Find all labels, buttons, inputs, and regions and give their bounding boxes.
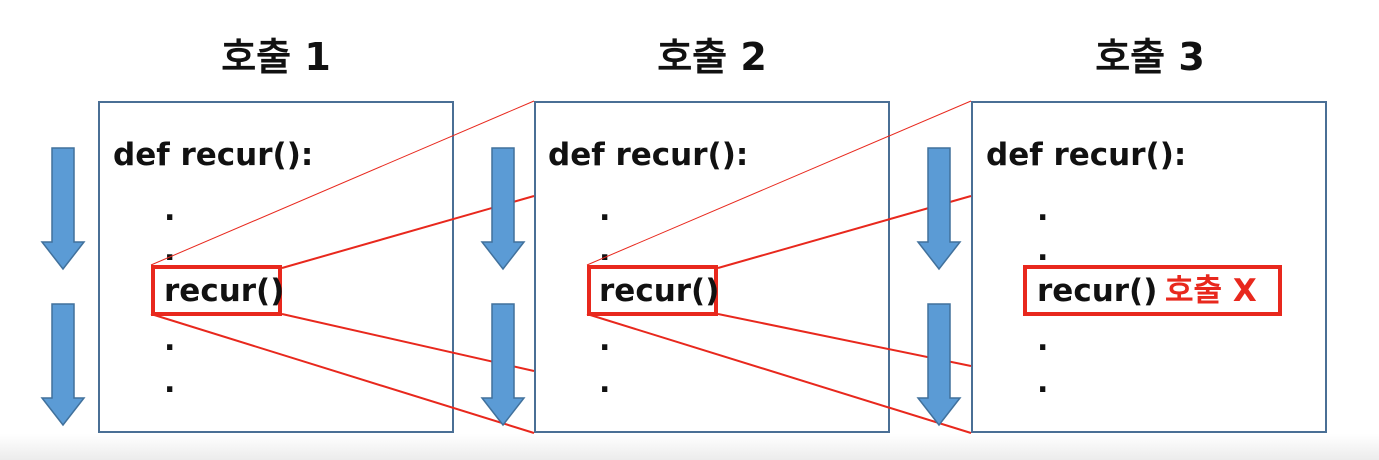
call-1-title: 호출 1 xyxy=(221,35,331,79)
call-2-dot: . xyxy=(599,193,611,228)
call-2-dot: . xyxy=(599,323,611,358)
call-2-title: 호출 2 xyxy=(657,35,767,79)
call-3-recur-highlight xyxy=(1023,265,1282,316)
call-3-frame xyxy=(971,101,1327,433)
arrow-down-icon xyxy=(40,147,86,271)
call-3-dot: . xyxy=(1037,233,1049,268)
arrow-down-icon xyxy=(916,147,962,271)
connector-line xyxy=(150,313,535,434)
connector-line xyxy=(586,100,972,266)
call-1-dot: . xyxy=(164,323,176,358)
bottom-fade xyxy=(0,434,1379,460)
call-1-recur-call: recur() xyxy=(164,273,285,309)
call-1-dot: . xyxy=(164,233,176,268)
call-1-dot: . xyxy=(164,365,176,400)
call-3-no-call-label: 호출 X xyxy=(1165,273,1257,309)
call-3-dot: . xyxy=(1037,365,1049,400)
arrow-down-icon xyxy=(480,147,526,271)
arrow-down-icon xyxy=(480,303,526,427)
call-1-frame xyxy=(98,101,454,433)
call-2-dot: . xyxy=(599,233,611,268)
connector-line xyxy=(586,313,972,434)
call-1-dot: . xyxy=(164,193,176,228)
call-3-title: 호출 3 xyxy=(1095,35,1205,79)
call-2-def-line: def recur(): xyxy=(548,137,749,173)
arrow-down-icon xyxy=(916,303,962,427)
call-2-recur-call: recur() xyxy=(599,273,720,309)
call-3-def-line: def recur(): xyxy=(986,137,1187,173)
arrow-down-icon xyxy=(40,303,86,427)
call-3-recur-call: recur() xyxy=(1037,273,1158,309)
call-2-dot: . xyxy=(599,365,611,400)
call-1-recur-highlight xyxy=(151,265,282,316)
connector-line xyxy=(150,100,535,266)
call-3-dot: . xyxy=(1037,323,1049,358)
call-2-recur-highlight xyxy=(587,265,718,316)
call-1-def-line: def recur(): xyxy=(113,137,314,173)
call-2-frame xyxy=(534,101,890,433)
call-3-dot: . xyxy=(1037,193,1049,228)
